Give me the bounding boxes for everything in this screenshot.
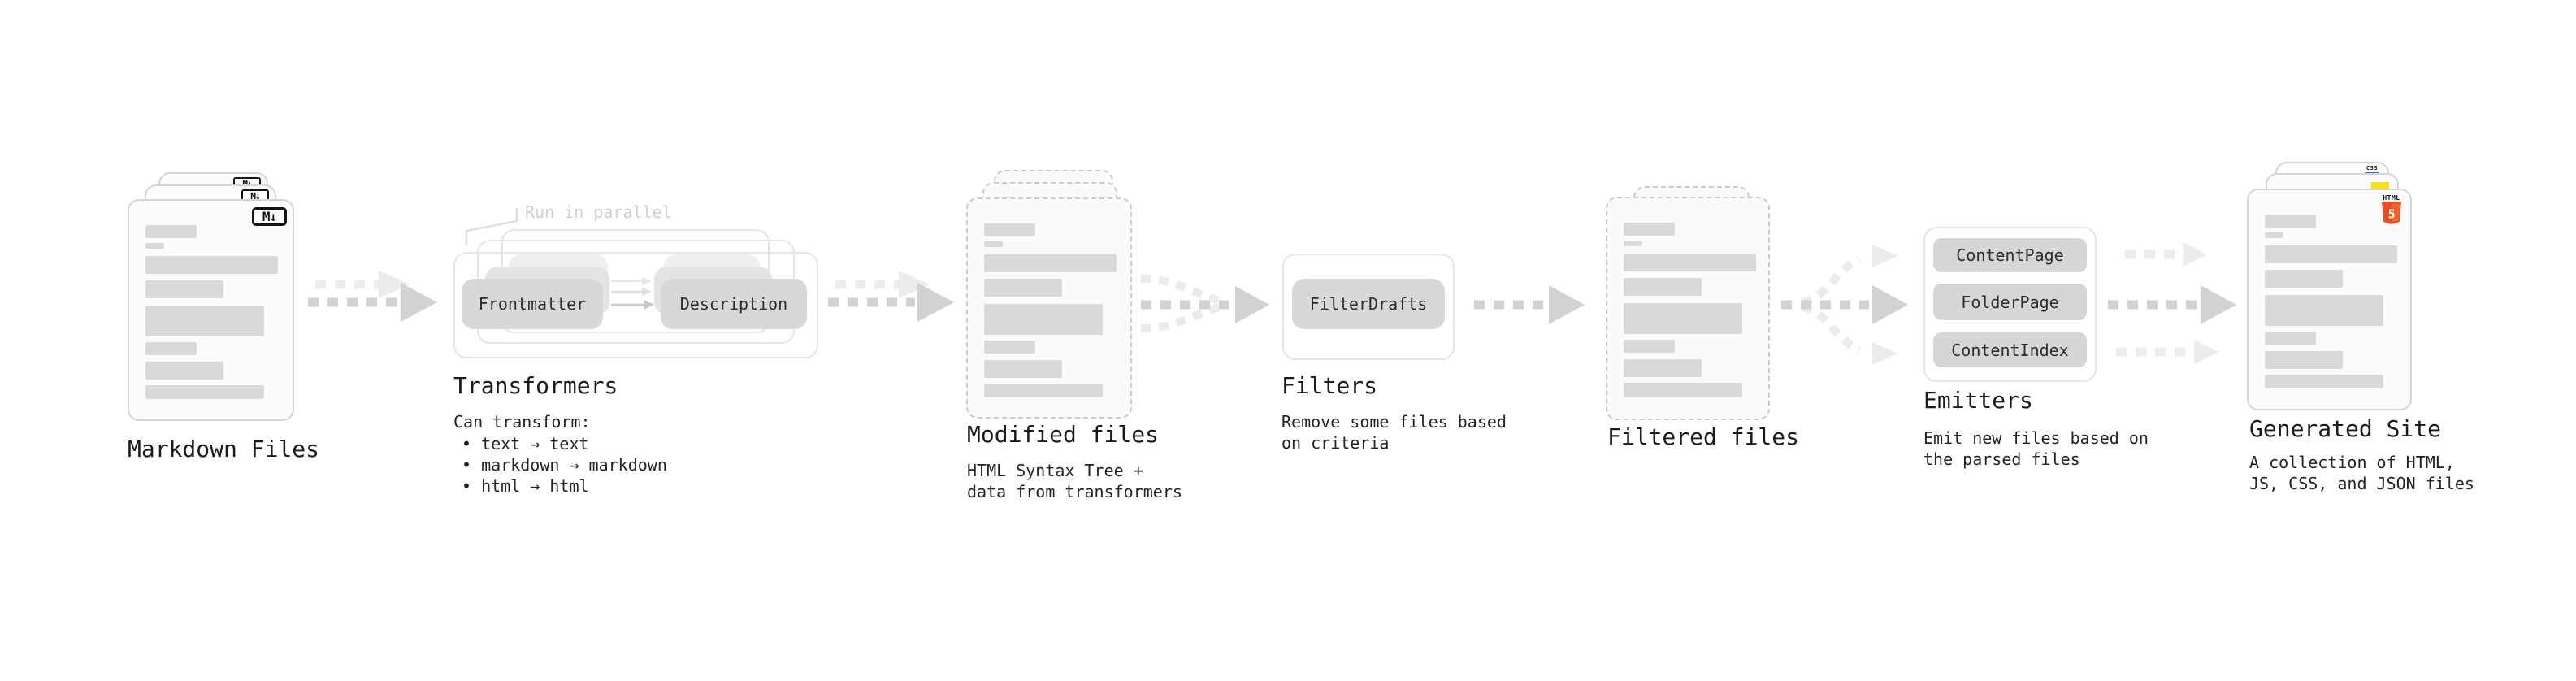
- text-placeholder-bar: [145, 385, 264, 399]
- run-in-parallel-annotation: Run in parallel: [525, 202, 672, 222]
- css3-icon-label: CSS: [2366, 165, 2379, 171]
- text-placeholder-bar: [2265, 375, 2383, 388]
- text-placeholder-bar: [145, 306, 264, 336]
- text-placeholder-bar: [145, 280, 223, 298]
- transformer-frontmatter-button: Frontmatter: [462, 279, 603, 329]
- modified-files-description: HTML Syntax Tree + data from transformer…: [967, 461, 1182, 501]
- stage-label-filtered-files: Filtered files: [1607, 423, 1800, 450]
- stage-label-modified-files: Modified files: [967, 421, 1160, 448]
- text-placeholder-bar: [2265, 245, 2397, 263]
- stage-label-filters: Filters: [1281, 372, 1378, 399]
- arrow-markdown-to-transformers: [308, 271, 437, 322]
- text-placeholder-bar: [1624, 340, 1675, 353]
- markdown-icon-glyph: M↓: [262, 209, 277, 224]
- text-placeholder-bar: [984, 241, 1003, 247]
- text-placeholder-bar: [984, 340, 1035, 354]
- transformers-bullet: • markdown → markdown: [462, 455, 667, 475]
- text-placeholder-bar: [145, 225, 197, 238]
- stage-label-markdown-files: Markdown Files: [128, 436, 320, 462]
- generated-site-description: A collection of HTML, JS, CSS, and JSON …: [2249, 453, 2474, 493]
- emitter-contentindex-button: ContentIndex: [1933, 332, 2087, 367]
- text-placeholder-bar: [984, 384, 1103, 397]
- text-placeholder-bar: [2265, 332, 2316, 345]
- html5-icon-label: HTML: [2383, 194, 2400, 202]
- text-placeholder-bar: [2265, 351, 2343, 369]
- arrow-filters-to-filtered: [1474, 285, 1585, 324]
- markdown-icon-glyph: M↓: [250, 191, 260, 202]
- transformers-bullet: • html → html: [462, 476, 589, 496]
- text-placeholder-bar: [984, 254, 1117, 272]
- html5-icon: HTML 5: [2381, 194, 2402, 228]
- arrow-filtered-to-emitters: [1781, 245, 1908, 365]
- text-placeholder-bar: [2265, 295, 2383, 326]
- markdown-icon: M↓: [252, 207, 287, 226]
- transformers-bullet: • text → text: [462, 434, 589, 453]
- text-placeholder-bar: [145, 256, 278, 274]
- arrow-modified-to-filters: [1140, 275, 1269, 332]
- text-placeholder-bar: [984, 360, 1062, 378]
- text-placeholder-bar: [2265, 232, 2283, 238]
- text-placeholder-bar: [1624, 223, 1675, 236]
- generated-site-card-front: HTML 5: [2247, 189, 2412, 410]
- transformer-description-button: Description: [661, 279, 807, 329]
- stage-label-emitters: Emitters: [1923, 387, 2033, 414]
- text-placeholder-bar: [1624, 278, 1702, 296]
- emitter-folderpage-button: FolderPage: [1933, 284, 2087, 320]
- text-placeholder-bar: [2265, 270, 2343, 288]
- emitters-description: Emit new files based on the parsed files: [1923, 428, 2149, 469]
- text-placeholder-bar: [1624, 359, 1702, 377]
- text-placeholder-bar: [145, 362, 223, 380]
- transformers-note-title: Can transform:: [453, 412, 591, 432]
- text-placeholder-bar: [1624, 254, 1756, 271]
- emitter-contentpage-button: ContentPage: [1933, 238, 2087, 272]
- html5-icon-number: 5: [2388, 207, 2396, 222]
- arrow-emitters-to-site: [2108, 242, 2236, 364]
- stage-label-generated-site: Generated Site: [2249, 415, 2442, 442]
- text-placeholder-bar: [145, 342, 197, 355]
- html5-shield: 5: [2382, 202, 2401, 224]
- arrow-transformers-to-modified: [828, 271, 954, 322]
- modified-file-card-front: [966, 197, 1132, 419]
- filters-description: Remove some files based on criteria: [1281, 412, 1507, 453]
- text-placeholder-bar: [1624, 241, 1642, 246]
- transformer-layer-frame-front: [453, 252, 818, 358]
- stage-label-transformers: Transformers: [453, 372, 618, 399]
- text-placeholder-bar: [984, 223, 1035, 236]
- markdown-file-card-front: M↓: [128, 199, 294, 421]
- text-placeholder-bar: [1624, 383, 1742, 397]
- text-placeholder-bar: [1624, 303, 1742, 334]
- text-placeholder-bar: [984, 279, 1062, 297]
- text-placeholder-bar: [145, 243, 164, 249]
- filtered-file-card-front: [1606, 197, 1770, 420]
- text-placeholder-bar: [984, 304, 1103, 335]
- text-placeholder-bar: [2265, 215, 2316, 228]
- javascript-icon: [2371, 182, 2389, 189]
- filter-drafts-button: FilterDrafts: [1292, 279, 1445, 329]
